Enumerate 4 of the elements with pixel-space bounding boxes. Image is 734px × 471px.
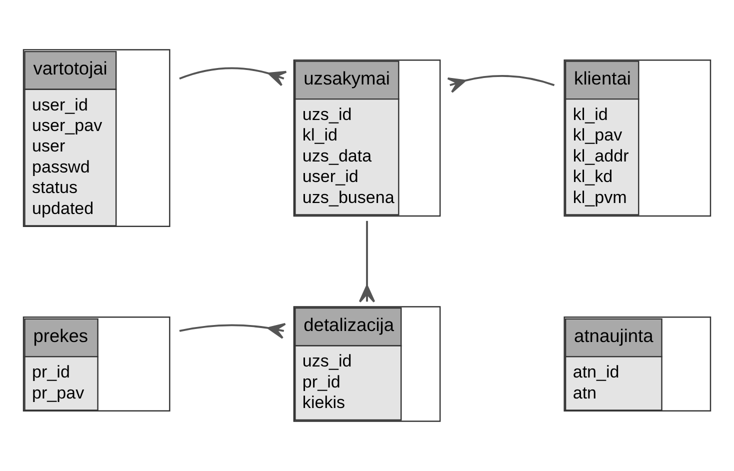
connector: [358, 220, 376, 303]
connector: [179, 322, 286, 339]
connector: [179, 67, 288, 86]
connector: [446, 74, 555, 94]
